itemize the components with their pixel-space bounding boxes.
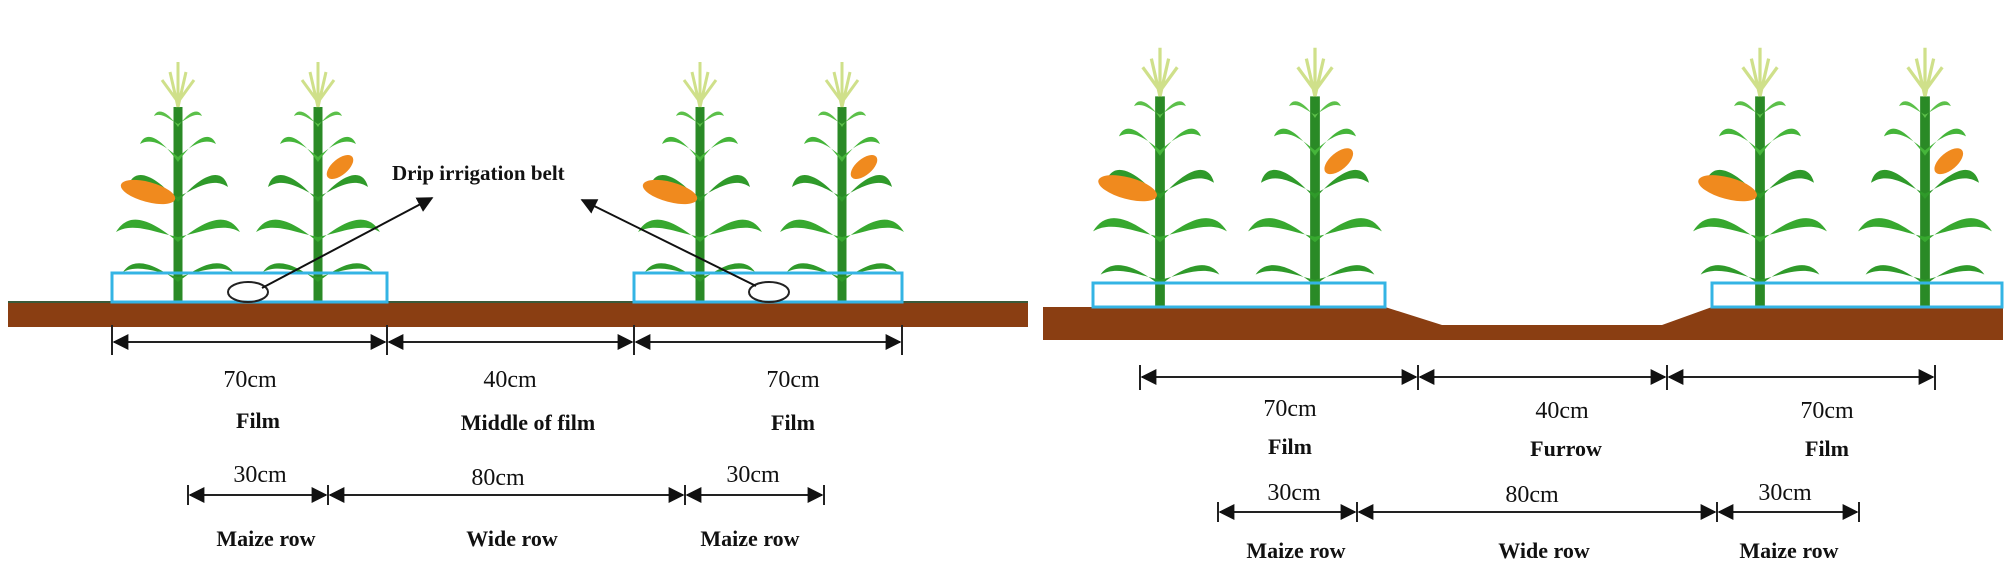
panel-furrow: 70cm 40cm 70cm Film Furrow Film 30cm 80c… <box>1043 48 2004 563</box>
maize-plant <box>1248 48 1382 307</box>
callout-arrow <box>261 197 434 289</box>
dimension-label: Film <box>236 408 280 433</box>
drip-belt-callout: Drip irrigation belt <box>392 161 565 185</box>
dimension-line-top <box>1139 365 1936 390</box>
dimension-value: 80cm <box>1505 482 1559 508</box>
dimension-value: 70cm <box>766 367 820 393</box>
maize-plant <box>1093 48 1227 307</box>
dimension-value: 30cm <box>726 462 780 488</box>
film-cover <box>1091 281 1387 309</box>
panel-flat: Drip irrigation belt 70cm 40cm 70cm Film… <box>8 62 1028 551</box>
dimension-label: Furrow <box>1530 436 1602 461</box>
dimension-label: Film <box>771 410 815 435</box>
maize-plant <box>256 62 380 302</box>
soil-bed <box>8 302 1028 327</box>
dimension-label: Maize row <box>700 526 799 551</box>
dimension-value: 30cm <box>233 462 287 488</box>
dimension-label: Middle of film <box>461 410 595 435</box>
maize-plant <box>116 62 240 302</box>
dimension-value: 70cm <box>223 367 277 393</box>
dimension-value: 40cm <box>1535 398 1589 424</box>
dimension-label: Film <box>1805 436 1849 461</box>
dimension-line-bottom <box>1217 502 1860 522</box>
drip-belt-icon <box>227 281 269 303</box>
maize-plant <box>1693 48 1827 307</box>
maize-plant <box>780 62 904 302</box>
film-cover <box>1710 281 2004 309</box>
film-cover <box>632 271 904 304</box>
maize-plant <box>638 62 762 302</box>
dimension-value: 70cm <box>1800 398 1854 424</box>
dimension-value: 40cm <box>483 367 537 393</box>
dimension-label: Maize row <box>216 526 315 551</box>
dimension-value: 30cm <box>1267 480 1321 506</box>
dimension-line-top <box>111 325 903 355</box>
film-cover <box>110 271 389 304</box>
dimension-value: 70cm <box>1263 396 1317 422</box>
maize-plant <box>1858 48 1992 307</box>
dimension-label: Wide row <box>466 526 558 551</box>
soil-bed <box>1043 307 2003 340</box>
dimension-label: Wide row <box>1498 538 1590 563</box>
dimension-value: 80cm <box>471 465 525 491</box>
dimension-label: Film <box>1268 434 1312 459</box>
dimension-value: 30cm <box>1758 480 1812 506</box>
callout-arrow <box>580 199 757 287</box>
dimension-label: Maize row <box>1246 538 1345 563</box>
dimension-line-bottom <box>187 485 825 505</box>
drip-belt-icon <box>748 281 790 303</box>
dimension-label: Maize row <box>1739 538 1838 563</box>
